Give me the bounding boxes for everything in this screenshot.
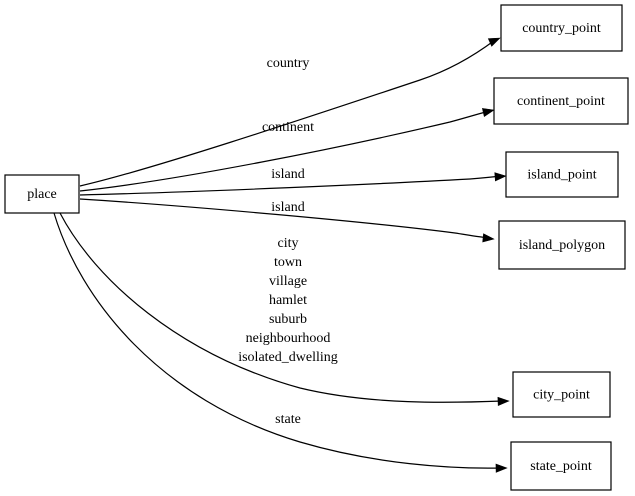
edge-arrowhead-place-to-country_point	[487, 37, 501, 47]
node-state_point[interactable]: state_point	[510, 441, 612, 491]
edge-label-line: city	[278, 236, 299, 251]
node-label-place: place	[27, 187, 57, 202]
edge-label-line: state	[275, 412, 301, 427]
node-label-country_point: country_point	[522, 21, 601, 36]
edge-place-to-country_point	[79, 37, 501, 187]
edge-path-place-to-continent_point	[79, 110, 490, 192]
node-city_point[interactable]: city_point	[512, 371, 611, 418]
nodes-layer: place country_point continent_point island_…	[4, 4, 629, 491]
edge-path-place-to-state_point	[53, 212, 502, 469]
edge-path-place-to-island_point	[79, 175, 502, 196]
node-label-island_polygon: island_polygon	[519, 238, 605, 253]
node-label-continent_point: continent_point	[517, 94, 605, 109]
edge-label-line: island	[271, 167, 304, 182]
edge-arrowhead-place-to-state_point	[495, 463, 508, 473]
edge-label-place-to-city_point: city town village hamlet suburb neighbourhood…	[238, 236, 338, 365]
edge-path-place-to-city_point	[59, 212, 504, 403]
edge-arrowhead-place-to-island_point	[494, 172, 507, 182]
node-box-island_point	[505, 151, 619, 198]
node-continent_point[interactable]: continent_point	[493, 77, 629, 125]
node-label-island_point: island_point	[527, 168, 596, 183]
node-country_point[interactable]: country_point	[500, 4, 623, 52]
node-island_point[interactable]: island_point	[505, 151, 619, 198]
node-box-continent_point	[493, 77, 629, 125]
node-box-country_point	[500, 4, 623, 52]
edge-place-to-city_point	[59, 212, 510, 406]
edge-labels-layer: country continent island island city town vill…	[238, 56, 338, 427]
node-label-state_point: state_point	[530, 459, 592, 474]
edge-label-place-to-country_point: country	[267, 56, 310, 71]
node-island_polygon[interactable]: island_polygon	[498, 220, 626, 270]
edge-arrowhead-place-to-continent_point	[482, 108, 495, 117]
edge-arrowhead-place-to-city_point	[497, 396, 510, 406]
edge-place-to-island_polygon	[79, 198, 495, 243]
edge-label-line: town	[274, 255, 302, 270]
edge-label-place-to-state_point: state	[275, 412, 301, 427]
edge-label-line: hamlet	[269, 293, 307, 308]
edge-path-place-to-island_polygon	[79, 198, 490, 239]
edges-layer	[53, 37, 510, 473]
node-box-place	[4, 174, 80, 214]
edge-label-place-to-island_point: island	[271, 167, 304, 182]
edge-place-to-island_point	[79, 172, 507, 196]
node-box-city_point	[512, 371, 611, 418]
node-box-island_polygon	[498, 220, 626, 270]
edge-label-place-to-continent_point: continent	[262, 120, 314, 135]
edge-place-to-state_point	[53, 212, 508, 473]
edge-path-place-to-country_point	[79, 39, 496, 187]
edge-place-to-continent_point	[79, 108, 495, 192]
edge-arrowhead-place-to-island_polygon	[482, 233, 495, 243]
node-place[interactable]: place	[4, 174, 80, 214]
edge-label-line: village	[269, 274, 307, 289]
node-box-state_point	[510, 441, 612, 491]
edge-label-place-to-island_polygon: island	[271, 200, 304, 215]
edge-label-line: island	[271, 200, 304, 215]
edge-label-line: continent	[262, 120, 314, 135]
edge-label-line: country	[267, 56, 310, 71]
edge-label-line: suburb	[269, 312, 307, 327]
edge-label-line: neighbourhood	[246, 331, 331, 346]
edge-label-line: isolated_dwelling	[238, 350, 338, 365]
node-label-city_point: city_point	[533, 388, 590, 403]
